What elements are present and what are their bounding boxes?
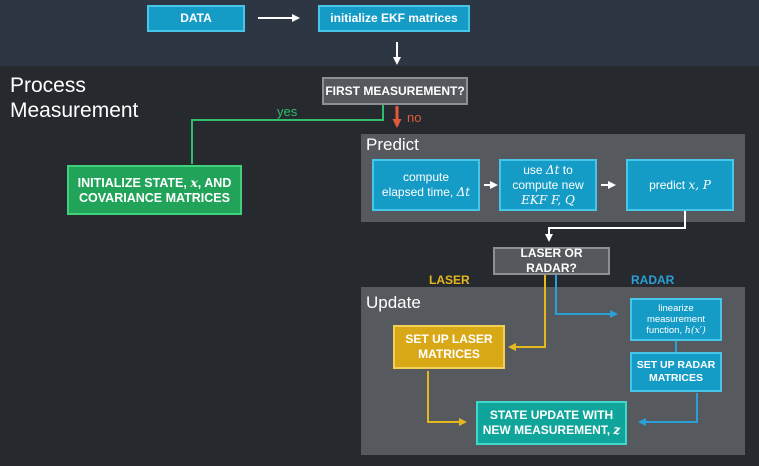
yes-label: yes — [277, 104, 298, 119]
arrow-laser-path — [508, 275, 546, 351]
no-label: no — [407, 110, 422, 125]
state-line2: NEW MEASUREMENT, z — [482, 423, 621, 437]
predict-title: Predict — [366, 135, 419, 154]
state-update-box: STATE UPDATE WITH NEW MEASUREMENT, z — [476, 401, 627, 445]
compute-elapsed-time-box: compute elapsed time, Δt — [372, 159, 480, 211]
step3-label: predict x, P — [649, 177, 711, 192]
arrow-radar-path — [555, 275, 618, 318]
linearize-box: linearize measurement function, h(x′) — [630, 298, 722, 341]
init-ekf-box: initialize EKF matrices — [318, 5, 470, 32]
update-title: Update — [366, 293, 421, 312]
laser-or-radar-label: LASER OR RADAR? — [520, 246, 583, 275]
setup-laser-box: SET UP LASER MATRICES — [393, 325, 505, 369]
step2-line2: compute new — [512, 177, 584, 192]
initialize-line2: COVARIANCE MATRICES — [79, 190, 230, 205]
setup-radar-box: SET UP RADAR MATRICES — [630, 352, 722, 392]
laser-label: LASER — [429, 273, 470, 287]
step1-line1: compute — [402, 170, 450, 184]
data-box: DATA — [147, 5, 245, 32]
process-title: Process Measurement — [10, 73, 138, 123]
radar-label: RADAR — [631, 273, 675, 287]
arrow-predict-to-sensor — [545, 210, 686, 242]
initialize-line1: INITIALIZE STATE, x, AND — [77, 174, 232, 190]
linearize-line2: measurement — [646, 314, 706, 325]
state-line1: STATE UPDATE WITH — [489, 408, 614, 422]
predict-xp-box: predict x, P — [626, 159, 734, 211]
laser-line1: SET UP LASER — [405, 332, 493, 346]
arrow-laser-to-state — [427, 371, 467, 426]
step2-line1: use Δt to — [523, 162, 573, 177]
process-title-line1: Process — [10, 74, 86, 97]
initialize-state-box: INITIALIZE STATE, x, AND COVARIANCE MATR… — [67, 165, 242, 215]
step2-line3: EKF F, Q — [521, 192, 575, 207]
data-box-label: DATA — [180, 11, 212, 25]
laser-line2: MATRICES — [418, 347, 480, 361]
linearize-line1: linearize — [658, 303, 694, 314]
arrow-yes-path — [191, 104, 384, 164]
radar-line1: SET UP RADAR — [636, 359, 716, 371]
radar-line2: MATRICES — [648, 372, 704, 384]
arrow-radar-to-state — [638, 393, 698, 426]
init-ekf-label: initialize EKF matrices — [330, 11, 458, 25]
process-title-line2: Measurement — [10, 99, 139, 122]
step1-line2: elapsed time, Δt — [381, 185, 471, 199]
linearize-line3: function, h(x′) — [646, 325, 706, 336]
laser-or-radar-box: LASER OR RADAR? — [493, 246, 610, 275]
first-measurement-box: FIRST MEASUREMENT? — [322, 77, 468, 105]
first-measurement-label: FIRST MEASUREMENT? — [325, 83, 465, 98]
compute-new-ekf-box: use Δt to compute new EKF F, Q — [499, 159, 597, 211]
